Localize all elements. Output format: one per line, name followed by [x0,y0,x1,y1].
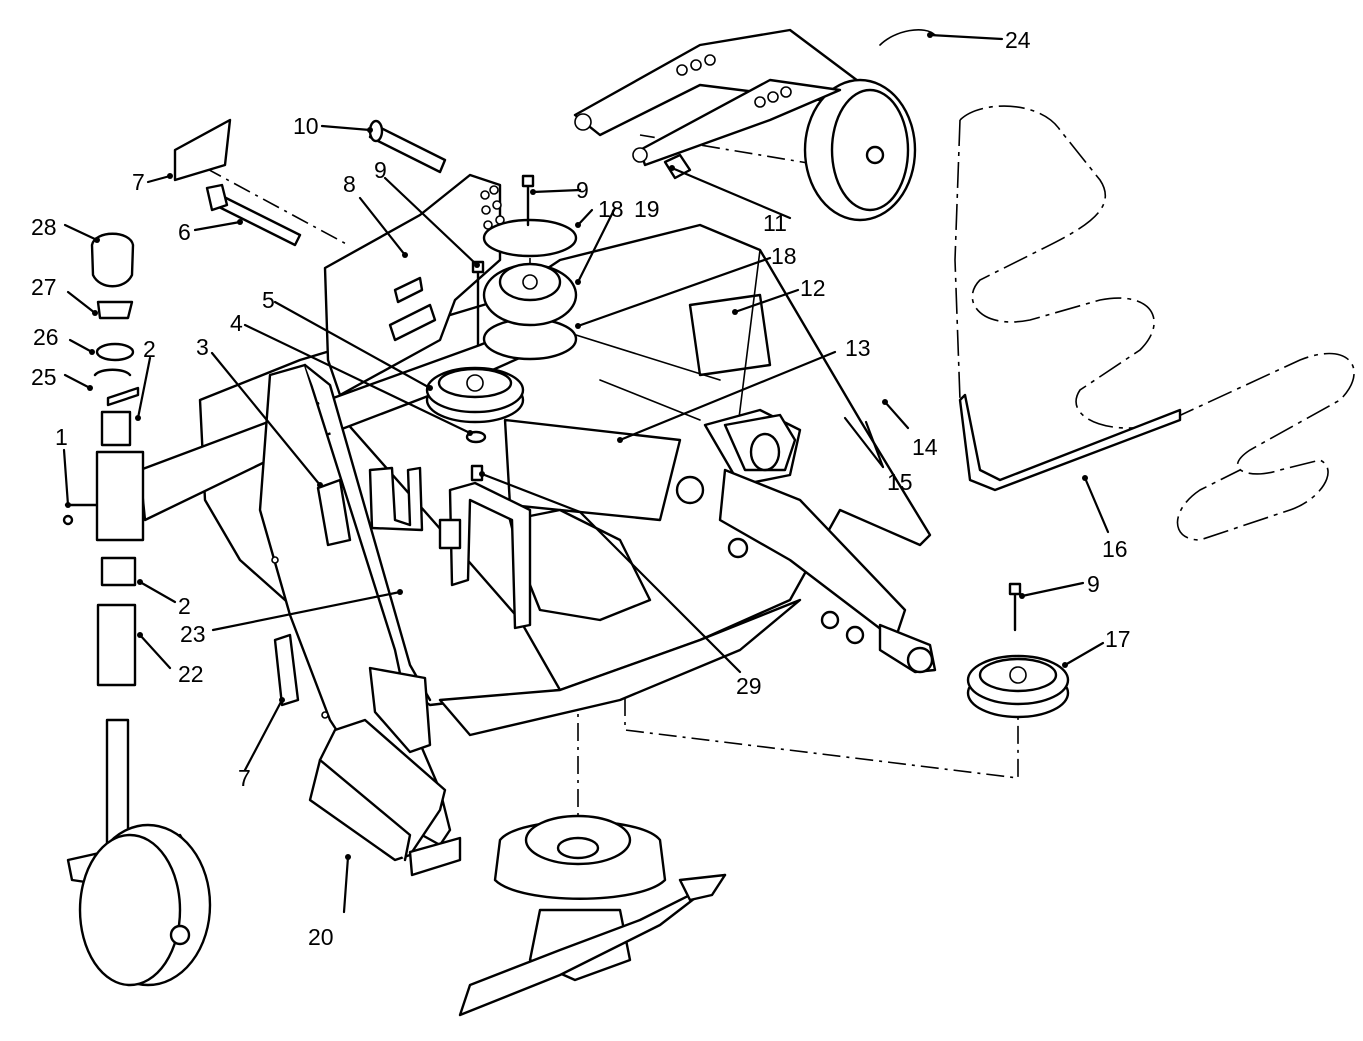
callout-29: 29 [736,673,762,699]
callout-2-upper: 2 [143,336,156,362]
callout-6: 6 [178,219,191,245]
lower-plate [438,508,802,737]
callout-2-lower: 2 [178,593,191,619]
callout-24: 24 [1005,27,1031,53]
leader-lines [62,33,1110,914]
callout-16: 16 [1102,536,1128,562]
hydraulic-cylinder [675,413,937,674]
callout-20: 20 [308,924,334,950]
callout-10: 10 [293,113,319,139]
blade-spindle [458,814,727,1017]
callout-1: 1 [55,424,68,450]
callout-12: 12 [800,275,826,301]
leader-dots [65,32,1088,860]
callout-13: 13 [845,335,871,361]
callout-27: 27 [31,274,57,300]
callout-26: 26 [33,324,59,350]
callout-7-upper: 7 [132,169,145,195]
callout-9-right: 9 [1087,571,1100,597]
callout-25: 25 [31,364,57,390]
rear-gauge-wheel [573,28,936,222]
callout-8: 8 [343,171,356,197]
callout-15: 15 [887,469,913,495]
callout-17: 17 [1105,626,1131,652]
callout-18-lower: 18 [771,243,797,269]
callout-4: 4 [230,310,243,336]
drive-belt [954,105,1355,541]
belt-guard-bracket [368,466,532,630]
callout-23: 23 [180,621,206,647]
callout-11: 11 [763,210,787,236]
idler-pulley [966,582,1070,719]
pulley-assembly [425,174,578,482]
callout-22: 22 [178,661,204,687]
callout-9-left: 9 [374,157,387,183]
callout-3: 3 [196,334,209,360]
callout-labels: 1 2 2 3 4 5 6 7 7 8 9 9 9 10 11 12 13 14… [31,27,1131,950]
callout-18-upper: 18 [598,196,624,222]
callout-28: 28 [31,214,57,240]
callout-5: 5 [262,287,275,313]
callout-19: 19 [634,196,660,222]
callout-14: 14 [912,434,938,460]
callout-9-top: 9 [576,177,589,203]
pins-and-bolts [62,118,447,526]
deflector-chute [308,666,462,877]
front-caster-assembly [66,232,212,987]
callout-7-lower: 7 [238,765,251,791]
